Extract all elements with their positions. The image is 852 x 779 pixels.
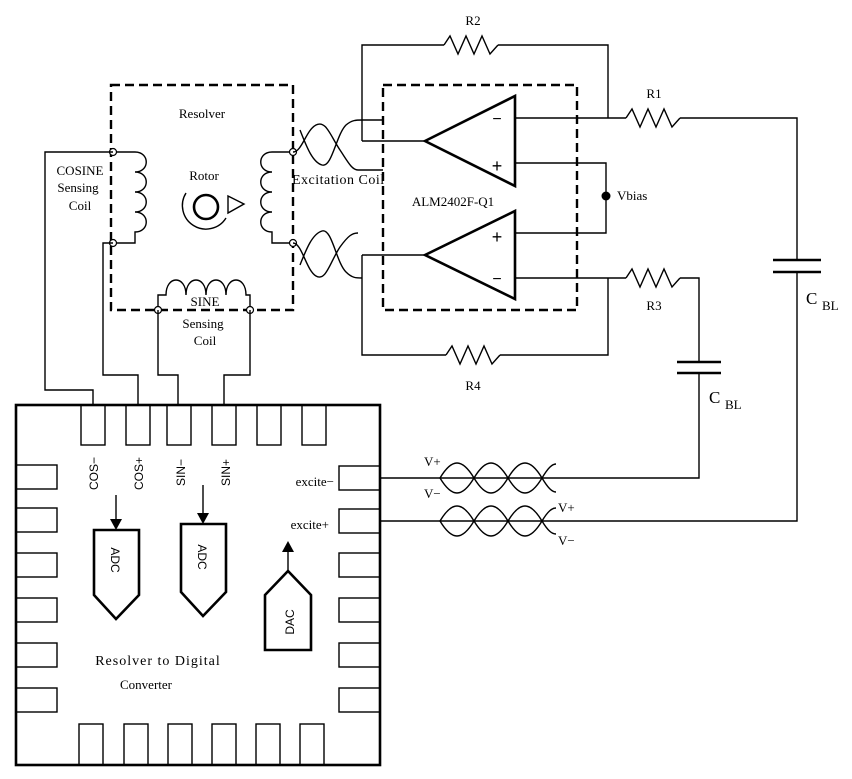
pin-left-1 [15,464,58,490]
cos-plus-label: COS+ [132,457,146,490]
rotor: Rotor [181,168,246,230]
coil-labels: COSINE Sensing Coil SINE Sensing Coil Ex… [57,163,385,348]
dac-excite: DAC [263,541,313,652]
resolver-label: Resolver [179,106,226,121]
amplifier-part-label: ALM2402F-Q1 [412,194,494,209]
pin-bottom-6 [299,723,325,766]
pin-right-3 [338,552,381,578]
opamp-lower [422,208,517,302]
vbias-node [601,191,611,201]
cosine-label-1: COSINE [57,163,104,178]
excite-minus-label: excite− [296,474,334,489]
rotor-rotation-arrow-icon [181,192,227,230]
vbias-label: Vbias [617,188,647,203]
excite-minus-vminus-label: V− [424,486,441,501]
pin-excite-minus [338,465,381,491]
adc-sin: ADC [179,485,228,618]
rdc-chip: COS− COS+ SIN− SIN+ excite− excite+ ADC … [14,403,382,767]
rdc-title-line2: Converter [120,677,173,692]
cbl-mid-label-sub: BL [725,397,742,412]
pin-bottom-1 [78,723,104,766]
pin-top-5 [256,404,282,446]
excitation-coil [260,151,293,244]
pin-left-2 [15,507,58,533]
cosine-label-2: Sensing [57,180,99,195]
adc-cos-arrow-icon [110,519,122,530]
rotor-shaft-icon [192,193,220,221]
cbl-right-label-sub: BL [822,298,839,313]
pin-cos-plus [125,404,151,446]
adc-sin-block [179,522,228,618]
sin-plus-label: SIN+ [219,459,233,486]
pin-bottom-4 [211,723,237,766]
sine-coil [157,279,251,310]
resistor-r4 [445,344,501,366]
excite-plus-label: excite+ [291,517,329,532]
opamp-lower-plus: + [492,227,503,247]
dac-arrow-icon [282,541,294,552]
resistor-r3 [625,267,681,289]
rdc-body [14,403,382,767]
excite-plus-vplus-label: V+ [558,500,575,515]
component-labels: R2 R1 R3 R4 Vbias C BL C BL [465,13,838,412]
sine-label-3: Coil [194,333,217,348]
cos-minus-label: COS− [87,457,101,490]
cbl-right-label-c: C [806,289,817,308]
pin-sin-plus [211,404,237,446]
pin-cos-minus [80,404,106,446]
resistor-r2 [443,34,499,56]
r2-label: R2 [465,13,480,28]
pin-left-6 [15,687,58,713]
excite-twisted-pairs: V+ V− V+ V− [424,454,575,548]
pin-sin-minus [166,404,192,446]
pin-excite-plus [338,508,381,534]
excitation-twisted-pair [292,119,383,279]
excitation-coil-label: Excitation Coil [292,173,385,188]
sin-minus-label: SIN− [174,459,188,486]
pin-left-4 [15,597,58,623]
cosine-coil [113,151,147,244]
adc-sin-label: ADC [195,544,209,570]
sine-label-1: SINE [191,294,220,309]
dac-label: DAC [283,609,297,635]
adc-cos-block [92,528,141,621]
opamp-upper [422,93,517,189]
opamp-upper-minus: − [492,111,501,128]
sine-label-2: Sensing [182,316,224,331]
coil-leads [44,151,251,405]
r1-label: R1 [646,86,661,101]
resolver-outline [109,83,295,312]
r4-label: R4 [465,378,481,393]
cosine-label-3: Coil [69,198,92,213]
opamp-lower-minus: − [492,271,501,288]
opamp-upper-plus: + [492,156,503,176]
adc-cos: ADC [92,495,141,621]
pin-left-5 [15,642,58,668]
cbl-mid-label-c: C [709,388,720,407]
dac-block [263,569,313,652]
adc-cos-label: ADC [108,547,122,573]
resistor-r1 [625,107,681,129]
pin-top-6 [301,404,327,446]
resolver-block: Resolver Rotor [108,83,298,315]
pin-right-4 [338,597,381,623]
pin-bottom-2 [123,723,149,766]
r3-label: R3 [646,298,661,313]
adc-sin-arrow-icon [197,513,209,524]
pin-right-6 [338,687,381,713]
amplifier-wiring [361,34,821,522]
rdc-title-line1: Resolver to Digital [95,654,221,669]
amplifier-block: − + + − ALM2402F-Q1 [381,83,579,312]
pin-bottom-5 [255,723,281,766]
pin-bottom-3 [167,723,193,766]
excite-plus-vminus-label: V− [558,533,575,548]
pin-left-3 [15,552,58,578]
rotor-label: Rotor [189,168,219,183]
excite-minus-vplus-label: V+ [424,454,441,469]
rotor-direction-arrow-icon [227,194,246,215]
pin-right-5 [338,642,381,668]
